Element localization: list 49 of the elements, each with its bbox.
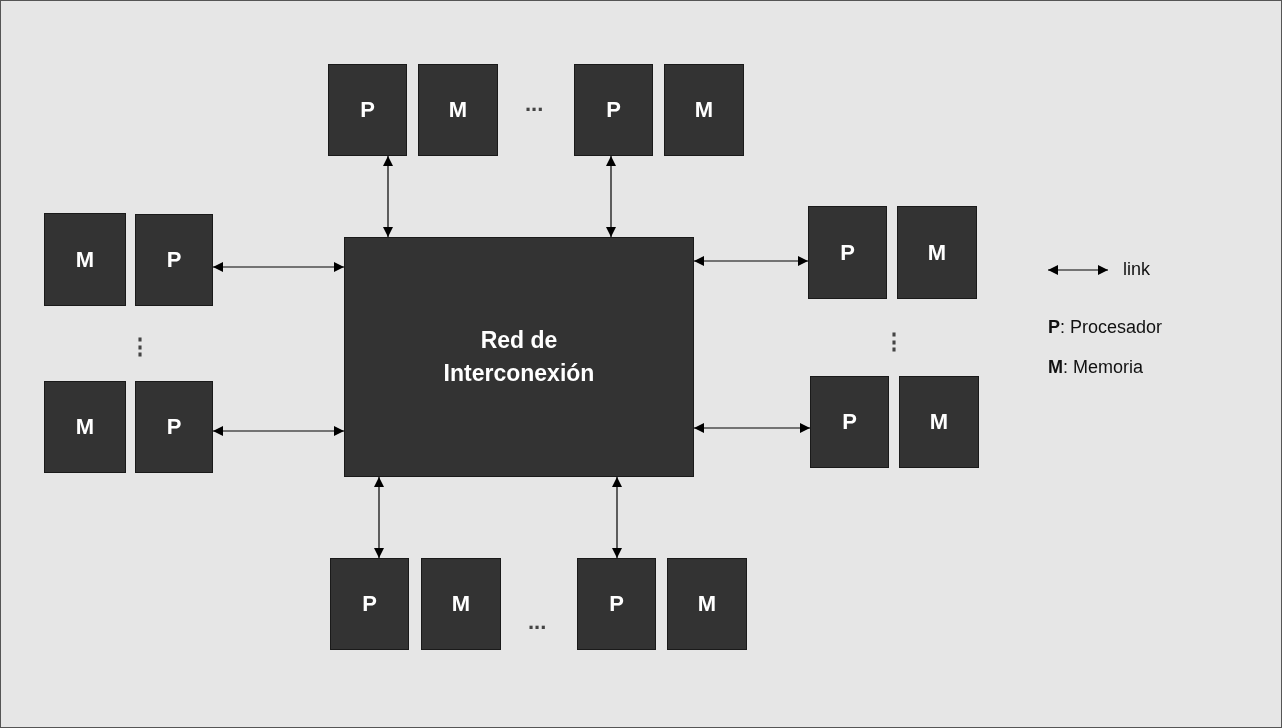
legend-label: link <box>1123 259 1150 280</box>
double-arrow <box>606 155 616 238</box>
module-label: M <box>694 96 714 125</box>
module-label: M <box>927 238 947 267</box>
network-label: Red de Interconexión <box>442 325 596 388</box>
module-label: M <box>75 245 95 274</box>
double-arrow <box>693 256 809 266</box>
module-box <box>577 558 656 650</box>
module-label: M <box>448 96 468 125</box>
legend-note: P: Procesador <box>1048 317 1163 338</box>
module-label: M <box>451 590 471 619</box>
double-arrow <box>212 426 345 436</box>
module-box <box>664 64 744 156</box>
module-box <box>667 558 747 650</box>
ellipsis: ... <box>528 609 547 635</box>
ellipsis: ⋮ <box>129 334 151 360</box>
module-label: P <box>360 96 375 125</box>
module-box <box>808 206 887 299</box>
module-box <box>899 376 979 468</box>
module-box <box>810 376 889 468</box>
module-box <box>135 214 213 306</box>
double-arrow <box>212 262 345 272</box>
double-arrow <box>374 476 384 559</box>
module-box <box>418 64 498 156</box>
module-label: P <box>362 590 377 619</box>
module-label: M <box>929 408 949 437</box>
module-box <box>328 64 407 156</box>
module-box <box>574 64 653 156</box>
double-arrow <box>383 155 393 238</box>
module-label: P <box>606 96 621 125</box>
network-box <box>344 237 694 477</box>
module-label: P <box>842 408 857 437</box>
module-box <box>330 558 409 650</box>
double-arrow <box>693 423 811 433</box>
double-arrow <box>612 476 622 559</box>
module-label: M <box>75 413 95 442</box>
module-label: P <box>166 413 182 442</box>
module-label: P <box>609 590 624 619</box>
module-label: P <box>166 246 182 275</box>
ellipsis: ⋮ <box>883 329 905 355</box>
module-box <box>44 213 126 306</box>
module-label: M <box>697 590 717 619</box>
module-box <box>135 381 213 473</box>
module-label: P <box>840 238 855 267</box>
module-box <box>421 558 501 650</box>
legend-note: M: Memoria <box>1048 357 1143 378</box>
ellipsis: ... <box>525 91 544 117</box>
module-box <box>897 206 977 299</box>
module-box <box>44 381 126 473</box>
